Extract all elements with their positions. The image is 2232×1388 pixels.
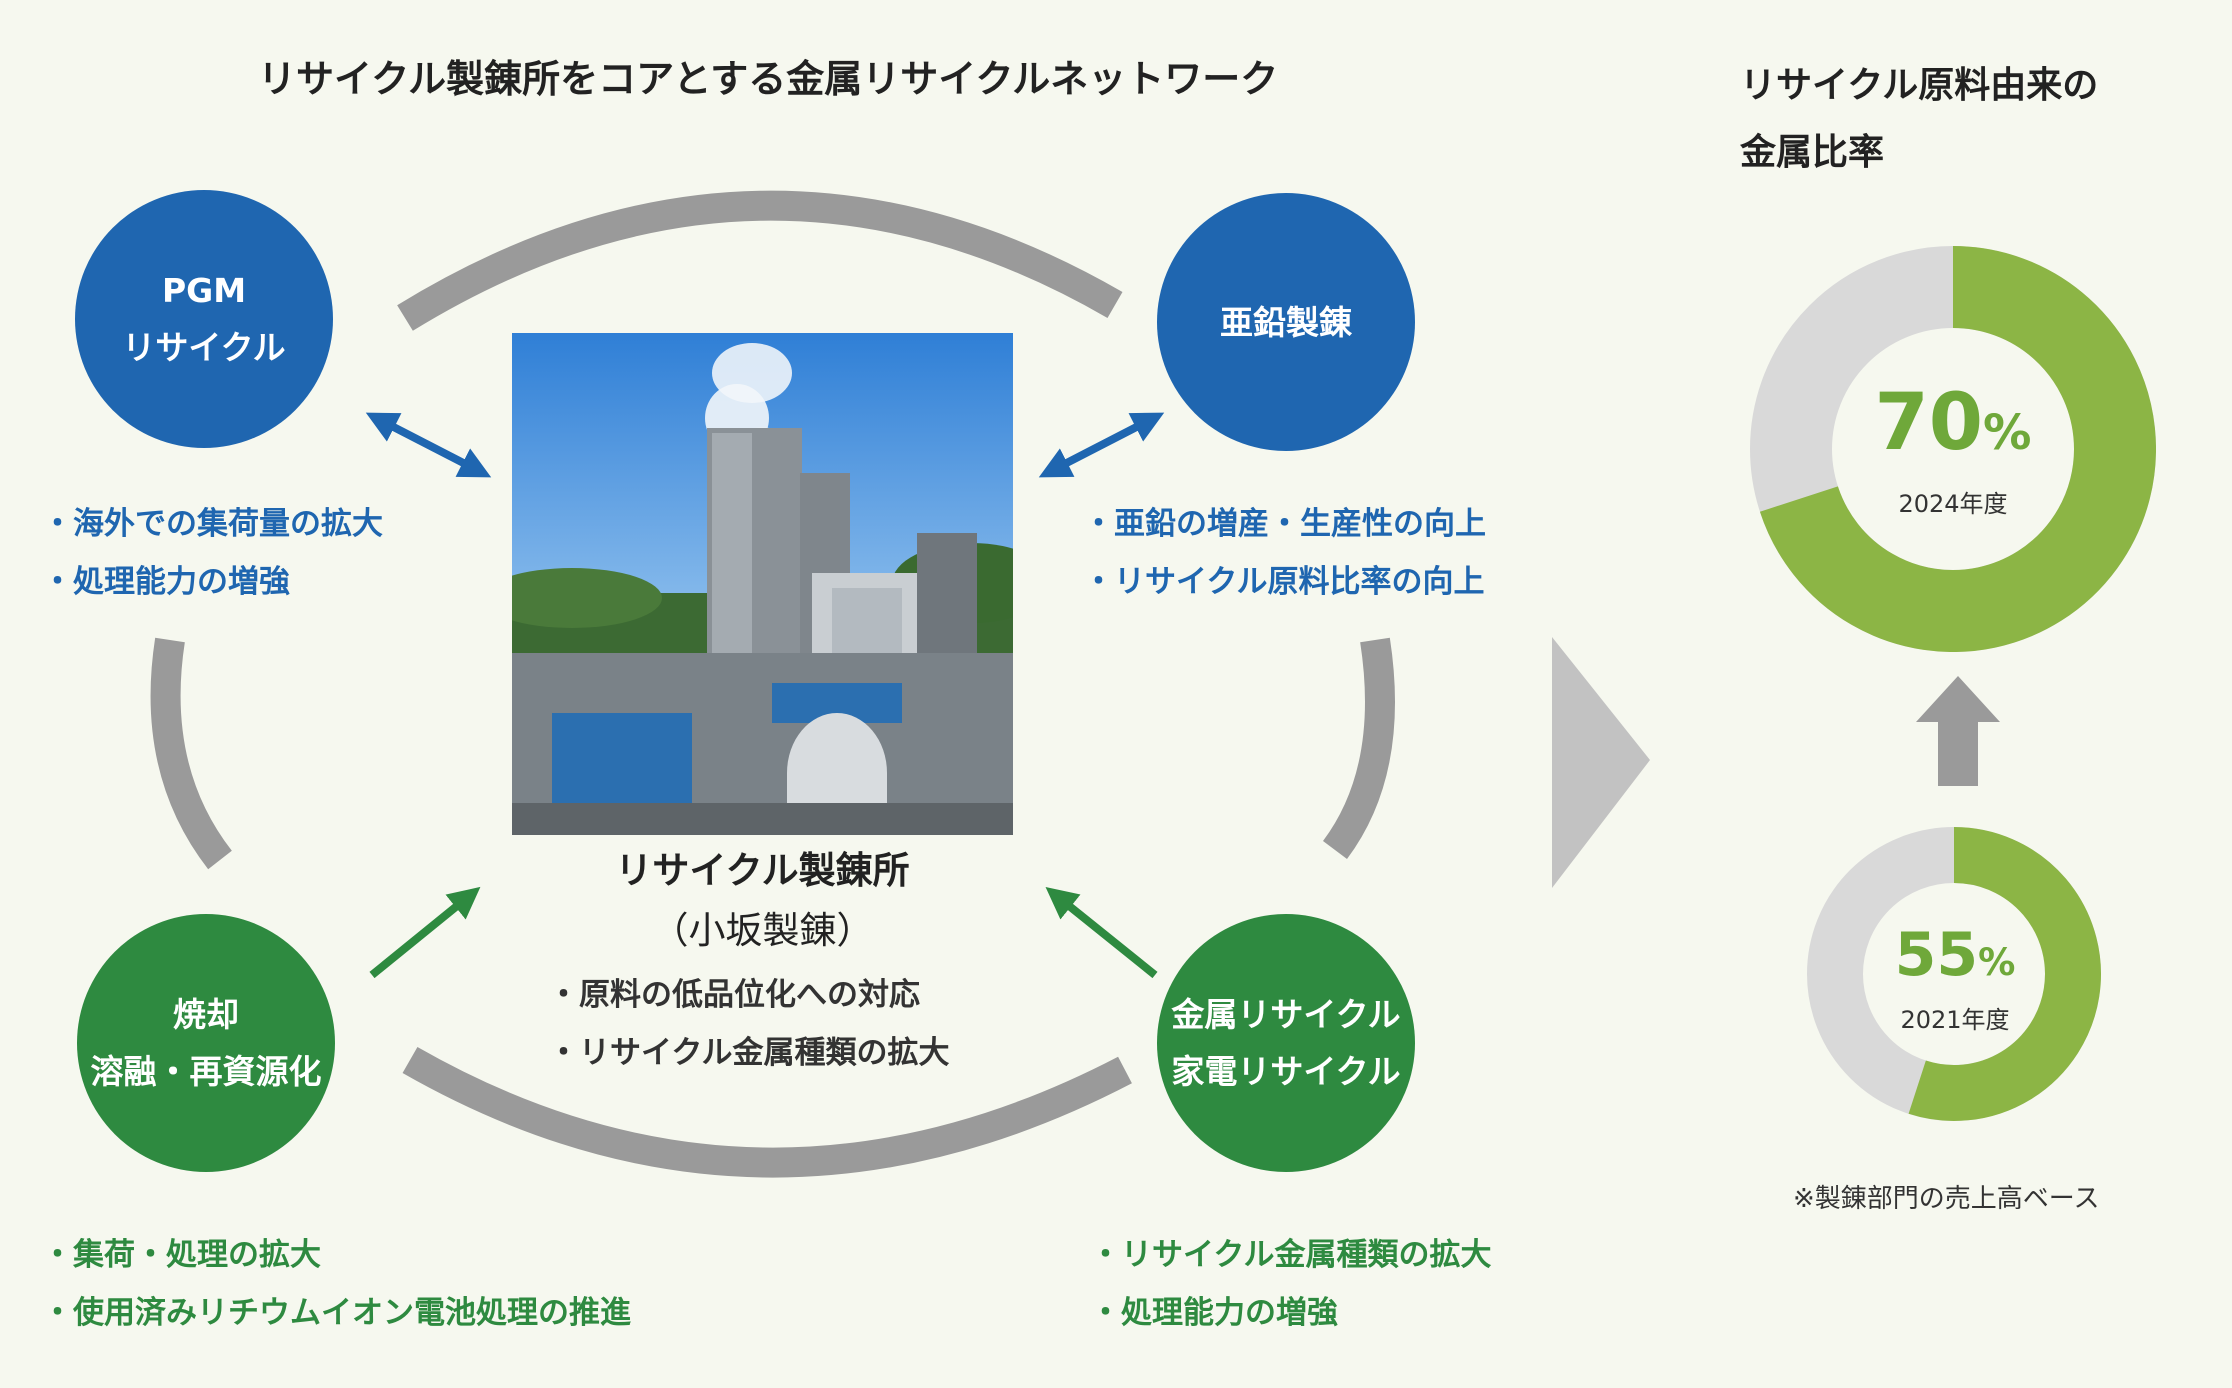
donut-2021-unit: % (1978, 940, 2016, 984)
big-arrow-right (1552, 637, 1650, 888)
center-sub: （小坂製錬） (651, 909, 874, 952)
pgm-label-1: PGM (161, 271, 247, 310)
incineration-arrow (369, 886, 481, 979)
bottom-arc (402, 1046, 1132, 1178)
list-item: 集荷・処理の拡大 (42, 1226, 631, 1284)
donut-2024-value-arc (1759, 246, 2156, 652)
center-name: リサイクル製錬所 (615, 849, 910, 892)
left-arc (150, 637, 232, 870)
list-item: リサイクル金属種類の拡大 (1090, 1226, 1491, 1284)
up-arrow (1916, 676, 2000, 786)
zinc-bullets: 亜鉛の増産・生産性の向上 リサイクル原料比率の向上 (1083, 495, 1486, 611)
network-title: リサイクル製錬所をコアとする金属リサイクルネットワーク (258, 57, 1279, 101)
list-item: 海外での集荷量の拡大 (42, 495, 383, 553)
list-item: リサイクル金属種類の拡大 (548, 1024, 949, 1082)
center-bullets: 原料の低品位化への対応 リサイクル金属種類の拡大 (548, 966, 949, 1082)
list-item: 使用済みリチウムイオン電池処理の推進 (42, 1284, 631, 1342)
ratio-title-line2: 金属比率 (1740, 132, 1885, 173)
list-item: 処理能力の増強 (42, 553, 383, 611)
metal-recycle-node: 金属リサイクル 家電リサイクル (1157, 914, 1415, 1172)
incineration-label-2: 溶融・再資源化 (90, 1052, 322, 1091)
ratio-title: リサイクル原料由来の 金属比率 (1740, 52, 2098, 186)
smelter-photo (512, 333, 1013, 835)
list-item: リサイクル原料比率の向上 (1083, 553, 1486, 611)
donut-2024-unit: % (1983, 405, 2032, 461)
metal-recycle-arrow (1045, 886, 1158, 979)
donut-2024-percentage: 70% (1850, 378, 2056, 468)
donut-2021-value-arc (1908, 827, 2101, 1121)
metal-recycle-label-1: 金属リサイクル (1171, 995, 1401, 1034)
metal-recycle-bullets: リサイクル金属種類の拡大 処理能力の増強 (1090, 1226, 1491, 1342)
zinc-label: 亜鉛製錬 (1220, 302, 1352, 342)
list-item: 処理能力の増強 (1090, 1284, 1491, 1342)
incineration-label-1: 焼却 (173, 995, 239, 1034)
ratio-title-line1: リサイクル原料由来の (1740, 65, 2099, 106)
list-item: 亜鉛の増産・生産性の向上 (1083, 495, 1486, 553)
sales-basis-note: ※製錬部門の売上高ベース (1793, 1184, 2100, 1214)
right-arc (1322, 637, 1395, 859)
incineration-bullets: 集荷・処理の拡大 使用済みリチウムイオン電池処理の推進 (42, 1226, 631, 1342)
pgm-node: PGM リサイクル (75, 190, 333, 448)
donut-2024 (1750, 246, 2156, 652)
top-arc (397, 190, 1123, 331)
donut-2024-year: 2024年度 (1898, 490, 2008, 518)
list-item: 原料の低品位化への対応 (548, 966, 949, 1024)
pgm-bullets: 海外での集荷量の拡大 処理能力の増強 (42, 495, 383, 611)
donut-2021-percentage: 55% (1880, 920, 2030, 990)
incineration-node: 焼却 溶融・再資源化 (77, 914, 335, 1172)
donut-2021-value: 55 (1894, 920, 1979, 990)
donut-2024-value: 70 (1874, 378, 1984, 468)
zinc-arrow (1038, 412, 1165, 478)
donut-2021 (1807, 827, 2101, 1121)
pgm-arrow (365, 412, 492, 478)
donut-2021-year: 2021年度 (1900, 1006, 2010, 1034)
zinc-node: 亜鉛製錬 (1157, 193, 1415, 451)
pgm-label-2: リサイクル (122, 328, 286, 367)
metal-recycle-label-2: 家電リサイクル (1171, 1052, 1401, 1091)
